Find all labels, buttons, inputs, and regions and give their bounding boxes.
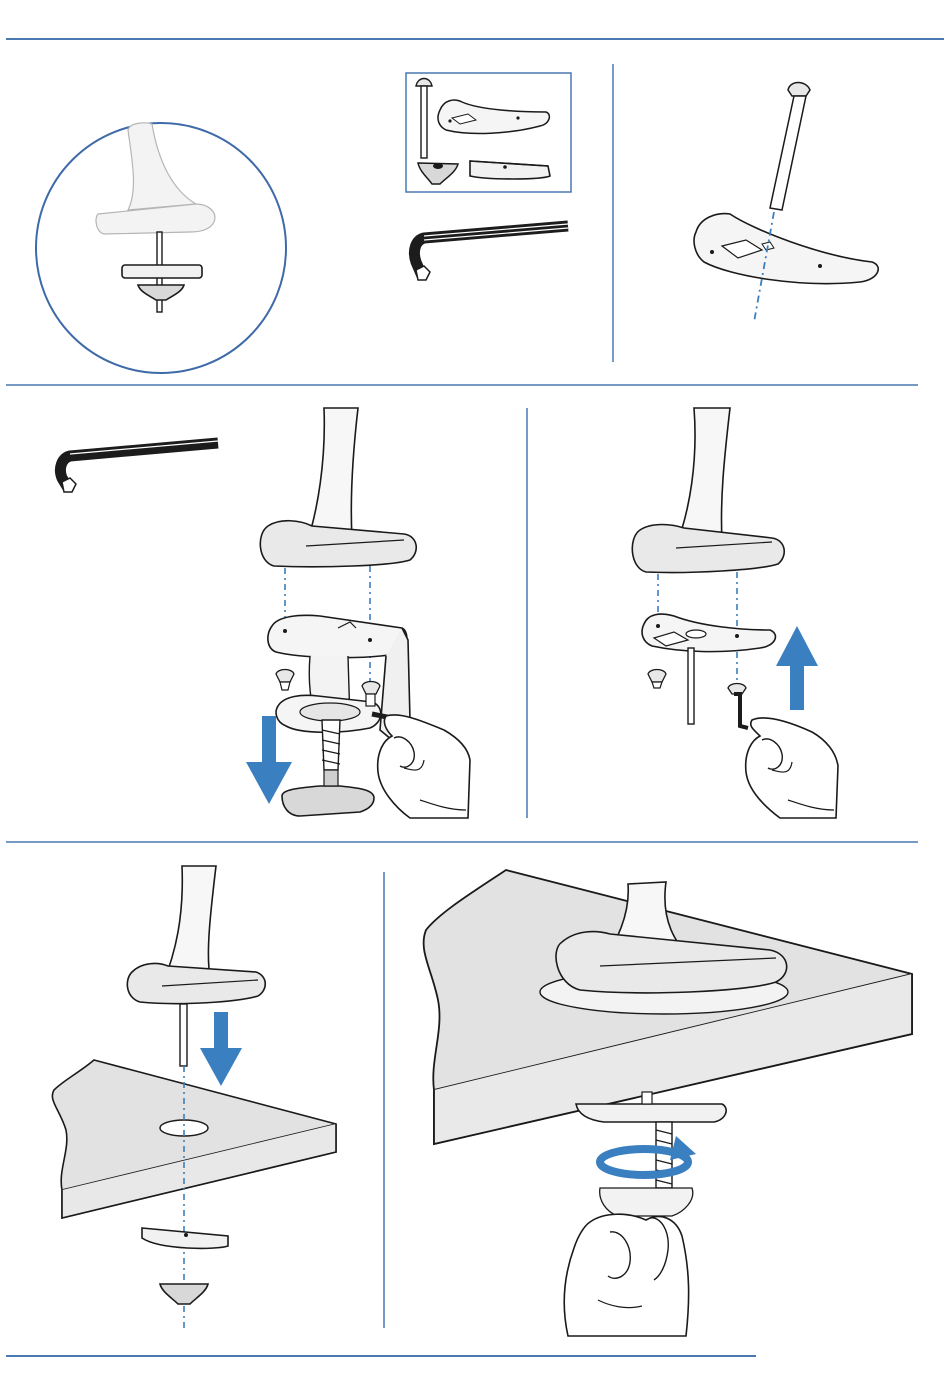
wing-nut-icon xyxy=(600,1188,693,1216)
stand-base-icon xyxy=(632,408,784,573)
hand-icon xyxy=(746,718,838,818)
up-arrow-icon xyxy=(776,626,818,710)
down-arrow-icon xyxy=(246,716,292,804)
backing-plate-icon xyxy=(142,1228,228,1248)
desk-icon xyxy=(52,1060,336,1218)
rotate-arrow-icon xyxy=(600,1136,696,1175)
stand-base-icon xyxy=(127,866,265,1004)
parts-box xyxy=(406,73,571,192)
grommet-plate-icon xyxy=(642,614,775,724)
carriage-bolt-icon xyxy=(770,83,810,211)
allen-key-icon xyxy=(60,441,218,492)
hand-icon xyxy=(372,714,470,818)
stand-base-icon xyxy=(260,408,416,567)
allen-key-icon xyxy=(414,224,568,280)
hand-icon xyxy=(564,1214,688,1336)
magnifier-circle-icon xyxy=(36,123,286,373)
screws-icon xyxy=(648,670,748,729)
grommet-plate-icon xyxy=(694,214,878,284)
down-arrow-icon xyxy=(200,1012,242,1086)
bolt-insert-figure xyxy=(694,83,878,323)
wing-nut-icon xyxy=(160,1284,208,1304)
bolt-icon xyxy=(180,1004,187,1066)
